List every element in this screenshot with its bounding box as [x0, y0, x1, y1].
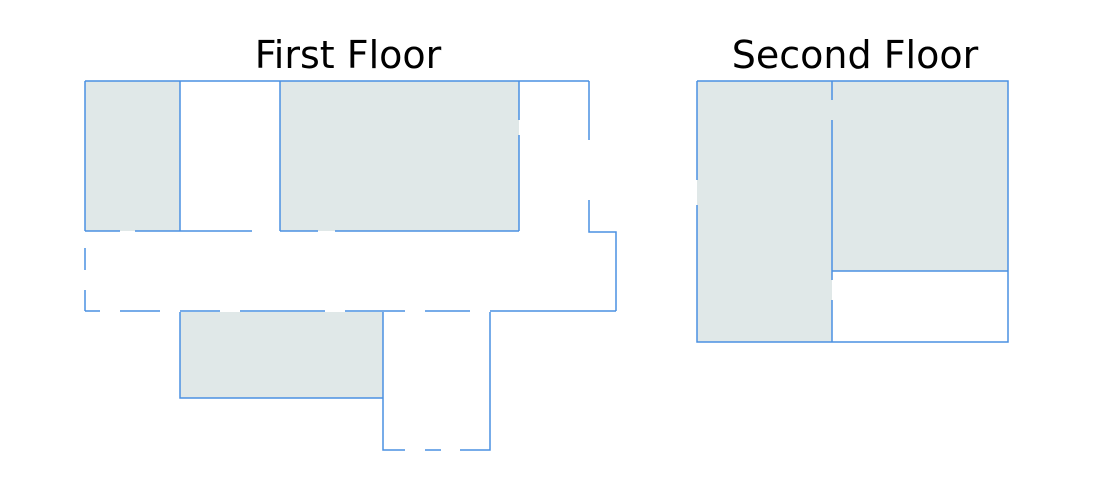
first-floor-east-wall-upper — [588, 81, 617, 311]
second-floor-plan — [696, 80, 1009, 343]
first-floor-room-south — [180, 312, 383, 398]
second-floor-title: Second Floor — [731, 33, 979, 77]
second-floor-room-west — [697, 81, 832, 342]
second-floor-room-northeast — [832, 81, 1008, 271]
first-floor-room-west — [85, 81, 180, 231]
first-floor-partition-b — [279, 81, 520, 231]
first-floor-room-north — [280, 81, 519, 231]
first-floor-south-wing-walls — [179, 312, 491, 451]
second-floor-outer-walls — [696, 80, 1009, 343]
first-floor-plan — [84, 80, 617, 451]
first-floor-title: First Floor — [254, 33, 442, 77]
